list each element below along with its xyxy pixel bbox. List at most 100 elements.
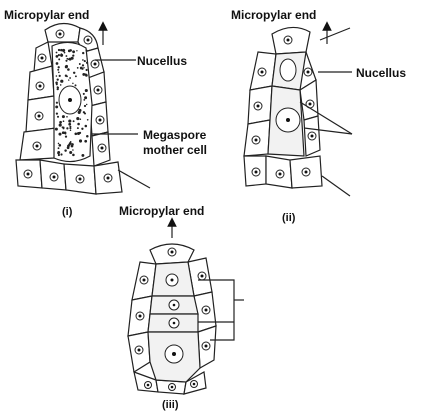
cytoplasm-speckle xyxy=(67,145,70,148)
nucellus-label-2: Nucellus xyxy=(356,66,406,80)
cytoplasm-speckle xyxy=(83,67,84,68)
cytoplasm-speckle xyxy=(59,75,61,77)
megaspore-label-line1: Megaspore xyxy=(143,128,207,142)
tail-line-2 xyxy=(322,176,350,196)
cytoplasm-speckle xyxy=(86,135,89,138)
caption-iii: (iii) xyxy=(162,399,179,411)
megaspore-mother-cell xyxy=(52,42,92,161)
cytoplasm-speckle xyxy=(84,60,86,62)
cytoplasm-speckle xyxy=(56,52,58,54)
cytoplasm-speckle xyxy=(62,131,65,134)
cytoplasm-speckle xyxy=(82,64,84,66)
cytoplasm-speckle xyxy=(56,75,58,77)
cytoplasm-speckle xyxy=(83,93,85,95)
cytoplasm-speckle xyxy=(58,49,60,51)
cytoplasm-speckle xyxy=(56,102,58,104)
cytoplasm-speckle xyxy=(65,135,67,137)
cytoplasm-speckle xyxy=(68,123,71,126)
cytoplasm-speckle xyxy=(58,58,60,60)
cytoplasm-speckle xyxy=(78,109,81,112)
cytoplasm-speckle xyxy=(62,49,65,52)
cytoplasm-speckle xyxy=(76,50,77,51)
cytoplasm-speckle xyxy=(86,62,88,64)
cytoplasm-speckle xyxy=(77,127,79,129)
cytoplasm-speckle xyxy=(63,120,65,122)
nucellus-label: Nucellus xyxy=(137,54,187,68)
cytoplasm-speckle xyxy=(84,140,87,143)
cytoplasm-speckle xyxy=(79,118,81,120)
cytoplasm-speckle xyxy=(85,125,88,128)
cytoplasm-speckle xyxy=(58,133,61,136)
cytoplasm-speckle xyxy=(84,112,86,114)
cytoplasm-speckle xyxy=(65,133,67,135)
edge-line-2 xyxy=(320,28,350,40)
cytoplasm-speckle xyxy=(87,119,89,121)
cytoplasm-speckle xyxy=(71,143,74,146)
cytoplasm-speckle xyxy=(82,59,84,61)
cytoplasm-speckle xyxy=(57,86,59,88)
cytoplasm-speckle xyxy=(55,128,58,131)
cytoplasm-speckle xyxy=(77,123,80,126)
cytoplasm-speckle xyxy=(79,132,81,134)
cytoplasm-speckle xyxy=(56,113,58,115)
cytoplasm-speckle xyxy=(55,82,58,85)
cytoplasm-speckle xyxy=(72,154,75,157)
diagram-ii: Micropylar end xyxy=(231,8,406,224)
diagram-iii: Micropylar end xyxy=(119,204,244,411)
cytoplasm-speckle xyxy=(58,143,60,145)
cytoplasm-speckle xyxy=(62,126,64,128)
cytoplasm-speckle xyxy=(59,144,62,147)
cytoplasm-speckle xyxy=(70,130,72,132)
cytoplasm-speckle xyxy=(72,149,74,151)
cytoplasm-speckle xyxy=(62,115,65,118)
cytoplasm-speckle xyxy=(72,83,73,84)
cytoplasm-speckle xyxy=(57,116,59,118)
cytoplasm-speckle xyxy=(73,72,75,74)
cytoplasm-speckle xyxy=(59,121,62,124)
cytoplasm-speckle xyxy=(77,67,79,69)
tail-line xyxy=(118,170,150,188)
cytoplasm-speckle xyxy=(64,149,66,151)
cytoplasm-speckle xyxy=(65,75,67,77)
cytoplasm-speckle xyxy=(86,69,88,71)
cytoplasm-speckle xyxy=(60,153,62,155)
cytoplasm-speckle xyxy=(56,62,59,65)
cytoplasm-speckle xyxy=(66,127,68,129)
caption-i: (i) xyxy=(62,206,73,218)
mmc-nucleolus xyxy=(68,98,72,102)
cytoplasm-speckle xyxy=(75,75,77,77)
cytoplasm-speckle xyxy=(76,117,79,120)
micropylar-end-label-3: Micropylar end xyxy=(119,204,204,218)
cytoplasm-speckle xyxy=(65,55,67,57)
cytoplasm-speckle xyxy=(57,69,59,71)
cytoplasm-speckle xyxy=(86,50,88,52)
cytoplasm-speckle xyxy=(60,80,63,83)
cytoplasm-speckle xyxy=(56,55,59,58)
cytoplasm-speckle xyxy=(74,132,77,135)
cytoplasm-speckle xyxy=(60,84,62,86)
enlarged-central-cells xyxy=(268,52,306,156)
cytoplasm-speckle xyxy=(69,151,72,154)
cytoplasm-speckle xyxy=(58,71,60,73)
cytoplasm-speckle xyxy=(59,124,62,127)
cytoplasm-speckle xyxy=(66,116,68,118)
cytoplasm-speckle xyxy=(64,52,66,54)
cytoplasm-speckle xyxy=(80,67,83,70)
cytoplasm-speckle xyxy=(65,65,68,68)
micropylar-end-label-2: Micropylar end xyxy=(231,8,316,22)
megaspore-label-line2: mother cell xyxy=(143,143,207,157)
cytoplasm-speckle xyxy=(81,128,83,130)
cytoplasm-speckle xyxy=(69,77,71,79)
micropylar-end-label: Micropylar end xyxy=(4,8,89,22)
cytoplasm-speckle xyxy=(68,120,71,123)
cytoplasm-speckle xyxy=(75,84,77,86)
cytoplasm-speckle xyxy=(57,88,59,90)
cytoplasm-speckle xyxy=(69,126,71,128)
cytoplasm-speckle xyxy=(66,58,68,60)
cytoplasm-speckle xyxy=(72,54,74,56)
cytoplasm-speckle xyxy=(65,60,67,62)
cytoplasm-speckle xyxy=(57,78,59,80)
cytoplasm-speckle xyxy=(84,105,86,107)
cytoplasm-speckle xyxy=(82,52,84,54)
